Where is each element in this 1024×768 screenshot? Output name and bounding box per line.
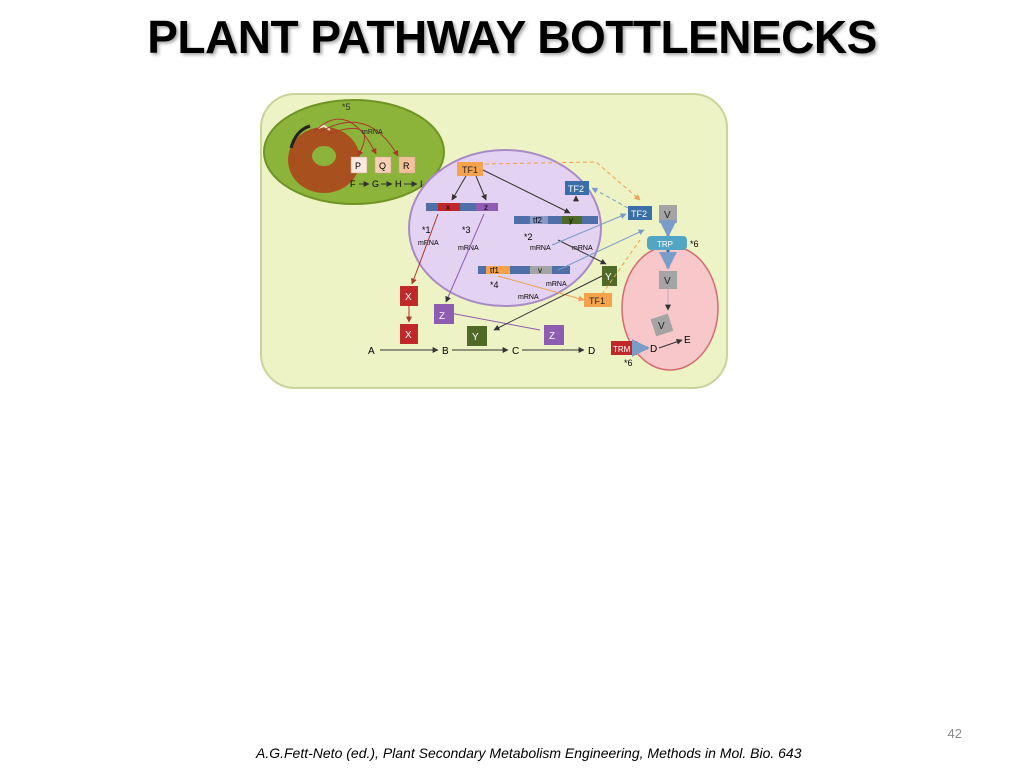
mrna-4: mRNA [572,245,593,252]
citation: A.G.Fett-Neto (ed.), Plant Secondary Met… [256,745,802,761]
path-c: C [512,346,519,357]
chloroplast-mrna: mRNA [362,129,383,136]
star-1: *1 [422,225,431,235]
mrna-2: mRNA [458,245,479,252]
gene-y: y [569,216,573,225]
vacuole-v3: V [658,321,665,332]
path-h: H [395,179,402,189]
chloroplast: *5 mRNA P Q R F G H I [263,99,445,205]
box-r: R [403,161,410,171]
slide-number: 42 [947,726,962,741]
enzyme-z1: Z [439,311,445,322]
path-f: F [350,179,356,189]
nucleus-tf2: TF2 [568,184,584,194]
mrna-1: mRNA [418,240,439,247]
mrna-6: mRNA [518,294,539,301]
pathway-diagram: *5 mRNA P Q R F G H I TF1 TF2 x z tf2 y [260,93,728,389]
chloroplast-star: *5 [342,102,351,112]
enzyme-z2: Z [549,331,555,342]
enzyme-y1: Y [472,332,479,343]
vacuole-e: E [684,335,691,346]
path-g: G [372,179,379,189]
enzyme-x2: X [405,330,412,341]
cyto-tf1: TF1 [589,296,605,306]
enzyme-y2: Y [605,272,612,283]
path-i: I [420,179,423,189]
star-4: *4 [490,280,499,290]
star-3: *3 [462,225,471,235]
box-q: Q [379,161,386,171]
path-a: A [368,346,375,357]
nucleus: TF1 TF2 x z tf2 y tf1 v *1 *3 *2 *4 mRNA… [408,149,602,307]
path-b: B [442,346,449,357]
nucleus-tf1: TF1 [462,165,478,175]
vacuole-v2: V [664,276,671,287]
gene-tf2: tf2 [533,216,542,225]
path-d: D [588,346,595,357]
gene-z: z [484,203,488,212]
gene-tf1: tf1 [490,266,499,275]
cyto-star6: *6 [624,358,633,368]
vacuole-d: D [650,344,657,355]
mrna-3: mRNA [530,245,551,252]
gene-x: x [446,203,450,212]
cytoplasm: TF2 X X Z Y Z Y TF1 A B C D TRM *6 [368,161,652,368]
slide-title: PLANT PATHWAY BOTTLENECKS [147,11,877,63]
vacuole-trp: TRP [657,240,673,249]
cyto-tf2: TF2 [631,209,647,219]
vacuole-v1: V [664,210,671,221]
cyto-trm: TRM [613,345,631,354]
gene-v: v [538,266,542,275]
star-2: *2 [524,232,533,242]
enzyme-x1: X [405,292,412,303]
vacuole-star6: *6 [690,239,699,249]
mrna-5: mRNA [546,281,567,288]
box-p: P [355,161,361,171]
